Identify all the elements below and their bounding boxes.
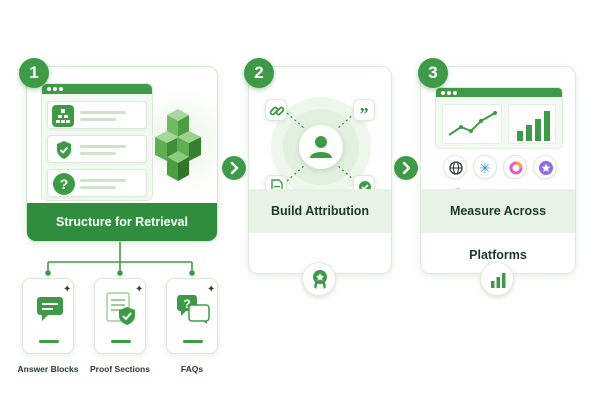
step-2-card: ” Build Attribution — [248, 66, 392, 274]
step-1-title: Structure for Retrieval — [27, 203, 217, 241]
hierarchy-icon — [52, 105, 74, 127]
dashboard-window — [435, 87, 563, 149]
dashboard-titlebar — [436, 88, 562, 97]
bar-chart-icon — [480, 262, 514, 296]
faqs-card: ? ✦ — [166, 278, 218, 354]
chat-icon — [35, 295, 65, 323]
question-icon: ? — [53, 173, 75, 195]
faq-bubbles-icon: ? — [175, 293, 211, 325]
answer-blocks-card: ✦ — [22, 278, 74, 354]
globe-icon — [443, 155, 467, 179]
answer-blocks-bar — [39, 340, 59, 343]
sparkle-icon: ✦ — [207, 284, 216, 295]
ring-icon — [503, 155, 527, 179]
step-3-badge: 3 — [418, 58, 448, 88]
sparkle-icon: ✳ — [473, 155, 497, 179]
svg-text:?: ? — [183, 297, 190, 311]
step-2-title: Build Attribution — [249, 189, 391, 233]
star-icon — [533, 155, 557, 179]
step-3-title: Measure Across Platforms — [421, 189, 575, 262]
step-1-card: ? Structure for Retrieval — [26, 66, 218, 242]
proof-sections-bar — [111, 340, 131, 343]
user-icon — [299, 125, 343, 169]
browser-titlebar — [42, 84, 152, 94]
shield-check-icon — [53, 139, 75, 161]
faqs-label: FAQs — [180, 364, 204, 374]
award-icon — [302, 262, 336, 296]
proof-sections-card: ✦ — [94, 278, 146, 354]
cubes-icon — [145, 105, 211, 185]
sparkle-icon: ✦ — [63, 284, 72, 295]
bar-chart-icon — [508, 104, 556, 144]
link-icon — [265, 99, 287, 121]
row-shield — [47, 135, 147, 163]
faqs-bar — [183, 340, 203, 343]
arrow-right-icon — [394, 156, 418, 180]
answer-blocks-label: Answer Blocks — [17, 364, 79, 374]
step-2-badge: 2 — [244, 58, 274, 88]
document-shield-icon — [105, 291, 139, 327]
line-chart-icon — [442, 104, 502, 144]
step-3-card: ✳ Measure Across Platforms — [420, 66, 576, 274]
row-hierarchy — [47, 101, 147, 129]
sparkle-icon: ✦ — [135, 284, 144, 295]
connector-tree — [45, 242, 195, 276]
dotted-connectors — [286, 112, 356, 182]
row-question: ? — [47, 169, 147, 197]
proof-sections-label: Proof Sections — [90, 364, 150, 374]
quote-icon: ” — [353, 99, 375, 124]
arrow-right-icon — [222, 156, 246, 180]
step-1-badge: 1 — [19, 58, 49, 88]
